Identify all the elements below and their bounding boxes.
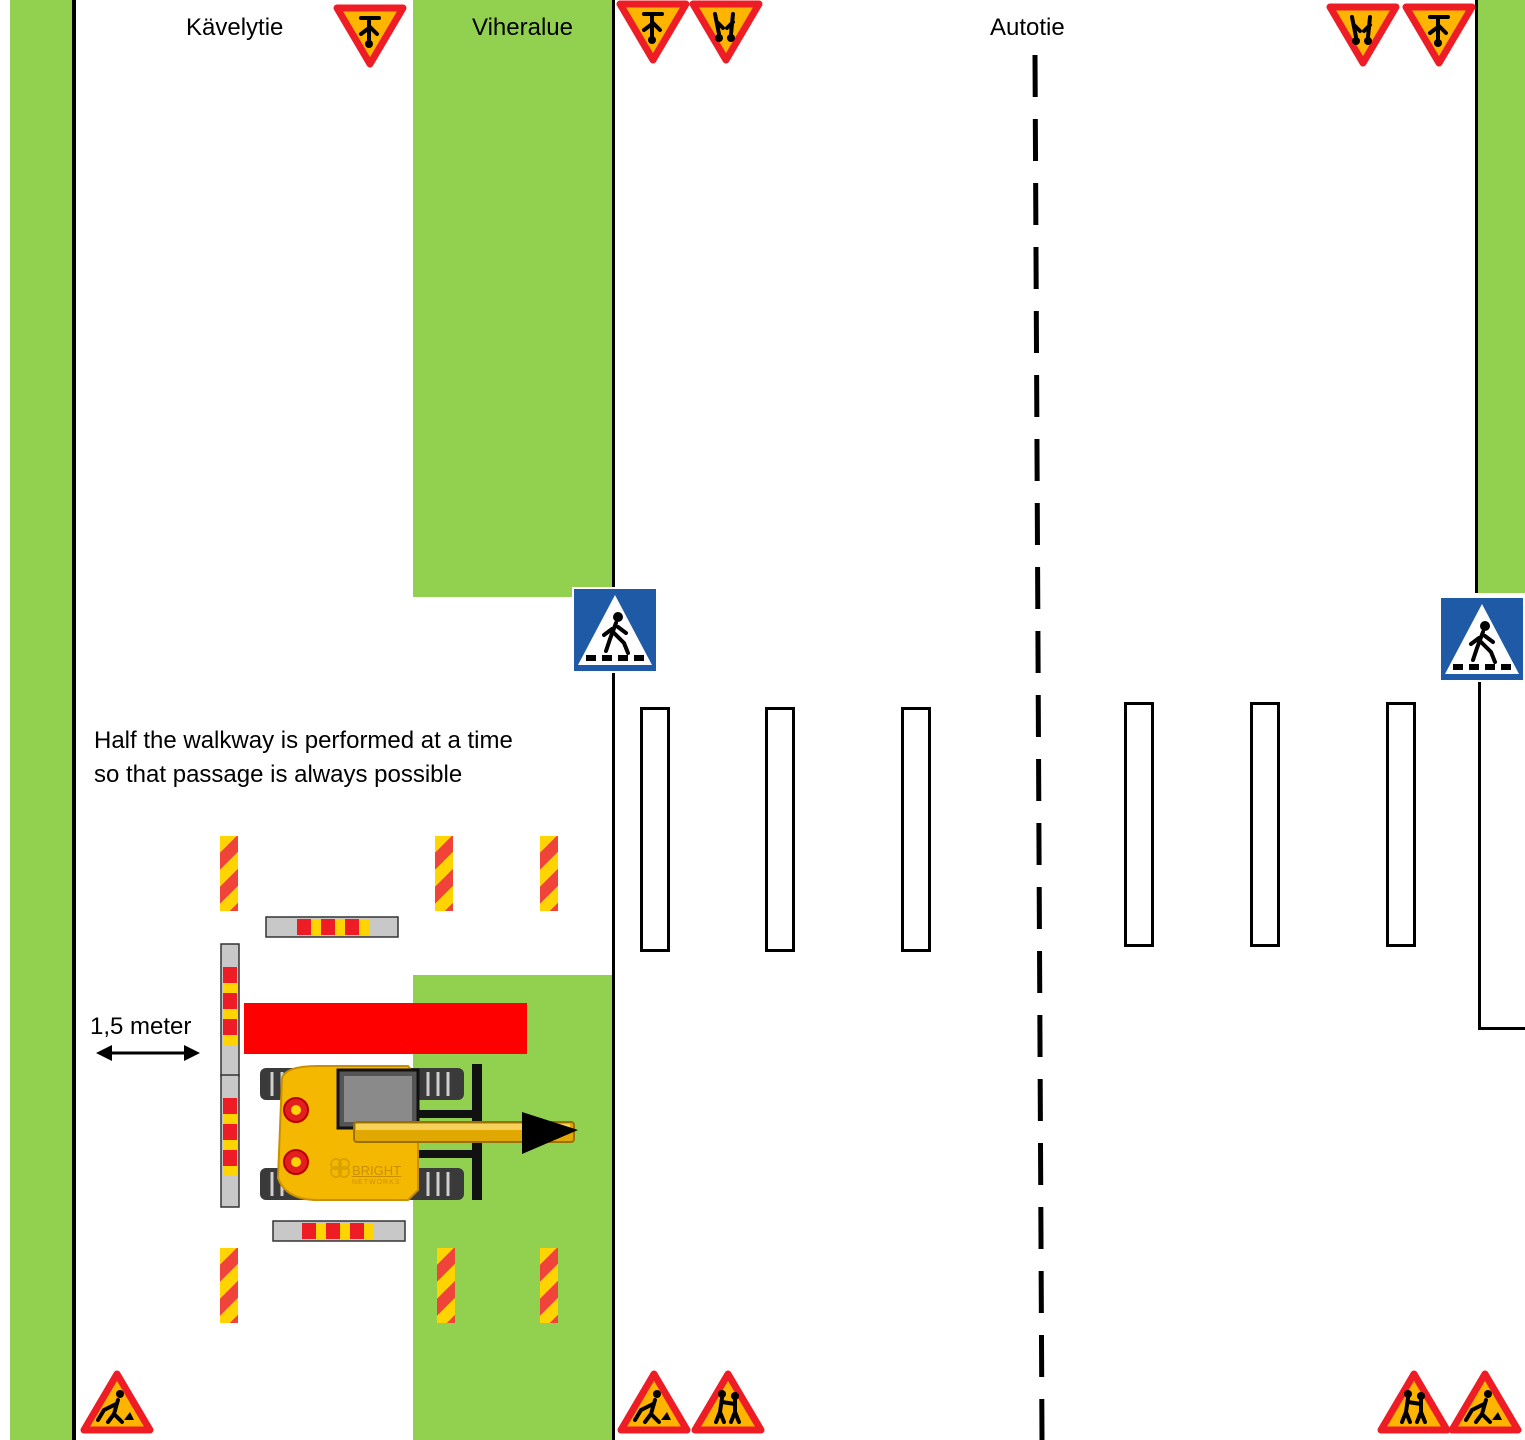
pedestrian-crossing-sign-icon (572, 587, 658, 673)
children-sign-icon (1377, 1370, 1451, 1434)
walkway-left-edge (72, 0, 76, 1440)
warning-post (540, 836, 558, 911)
green-area-top (413, 0, 613, 597)
left-verge (10, 0, 72, 1440)
crosswalk-stripe (1386, 702, 1416, 947)
warning-post (435, 836, 453, 911)
road-right-edge-top (1475, 0, 1478, 593)
road-left-edge (612, 0, 615, 1440)
crosswalk-stripe (1250, 702, 1280, 947)
yield-warning-sign-icon (689, 0, 763, 64)
road-center-line (1032, 55, 1045, 1440)
road-right-edge-bottom (1478, 680, 1481, 1030)
yield-warning-sign-icon (333, 4, 407, 68)
note-line-1: Half the walkway is performed at a time (94, 727, 513, 754)
barrier-horizontal-bottom (272, 1220, 406, 1242)
crosswalk-stripe (1124, 702, 1154, 947)
barrier-horizontal-top (265, 916, 399, 938)
brand-logo-subtext: NETWORKS (352, 1179, 401, 1186)
yield-warning-sign-icon (1326, 3, 1400, 67)
note-line-2: so that passage is always possible (94, 761, 463, 788)
crosswalk-stripe (640, 707, 670, 952)
pedestrian-crossing-sign-icon (1439, 596, 1525, 682)
warning-post (437, 1248, 455, 1323)
road-right-edge-corner (1478, 1027, 1525, 1030)
walkway-label: Kävelytie (186, 14, 284, 41)
barrier-vertical-lower (220, 1074, 240, 1208)
roadwork-sign-icon (617, 1370, 691, 1434)
excavator-icon (260, 1064, 578, 1201)
children-sign-icon (691, 1370, 765, 1434)
barrier-vertical-upper (220, 943, 240, 1077)
brand-logo-text: BRIGHT (352, 1163, 402, 1178)
warning-post (220, 836, 238, 911)
road-label: Autotie (990, 14, 1065, 41)
distance-arrow (96, 1045, 200, 1061)
roadwork-sign-icon (80, 1370, 154, 1434)
yield-warning-sign-icon (1402, 3, 1476, 67)
green-area-label: Viheralue (472, 14, 573, 41)
distance-label: 1,5 meter (90, 1013, 192, 1040)
warning-post (220, 1248, 238, 1323)
roadwork-sign-icon (1448, 1370, 1522, 1434)
right-verge (1478, 0, 1525, 593)
crosswalk-stripe (901, 707, 931, 952)
yield-warning-sign-icon (616, 0, 690, 64)
crosswalk-stripe (765, 707, 795, 952)
work-zone-barrier (244, 1003, 527, 1054)
warning-post (540, 1248, 558, 1323)
